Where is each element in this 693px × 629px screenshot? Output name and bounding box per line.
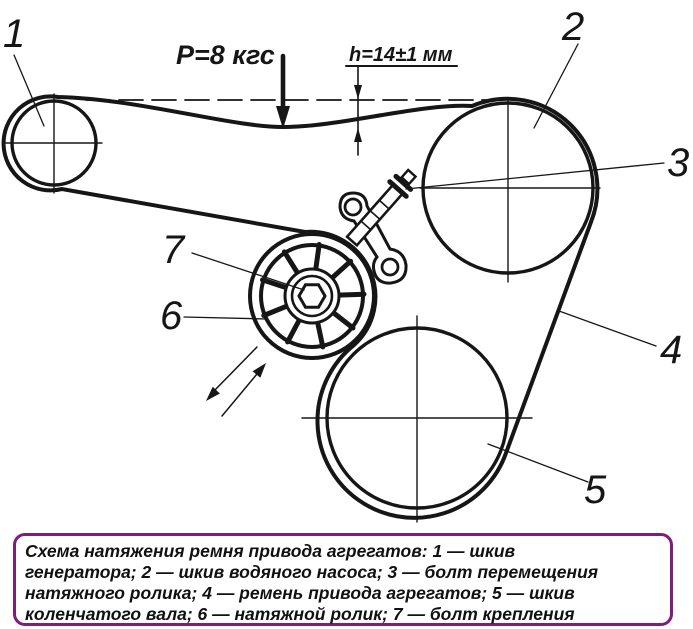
- drive-belt-path: [1, 94, 600, 520]
- water-pump-pulley: [421, 101, 595, 275]
- leader-7: [191, 252, 305, 291]
- leader-2: [533, 43, 579, 129]
- caption-line: генератора; 2 — шкив водяного насоса; 3 …: [25, 562, 599, 582]
- leader-1: [13, 54, 45, 127]
- adjust-direction-arrows: [206, 346, 266, 417]
- leader-4: [558, 310, 657, 347]
- caption-line: натяжного ролика; 4 — ремень привода агр…: [25, 583, 575, 603]
- generator-pulley: [10, 99, 98, 187]
- bolt-washer: [387, 179, 409, 199]
- callout-roller-mount-bolt: 7: [162, 228, 186, 272]
- bolt-thread-hatching: [360, 199, 390, 231]
- bracket-hole-lower: [380, 257, 400, 277]
- tensioner-bracket: [338, 191, 408, 285]
- bolt-nut: [393, 173, 414, 192]
- callout-crankshaft-pulley: 5: [584, 468, 607, 512]
- callout-water-pump-pulley: 2: [561, 5, 584, 49]
- bracket-hole-upper: [343, 197, 363, 217]
- roller-spokes: [260, 242, 367, 350]
- adjust-bolt: [345, 168, 418, 248]
- pulley-crosshairs: [5, 93, 601, 523]
- callout-leaders: [13, 43, 665, 483]
- caption-box: Схема натяжения ремня привода агрегатов:…: [13, 533, 673, 626]
- force-arrow: [276, 53, 290, 129]
- crankshaft-pulley: [325, 326, 509, 510]
- deflection-dimension: [345, 65, 458, 156]
- caption-line: коленчатого вала; 6 — натяжной ролик; 7 …: [25, 604, 575, 624]
- force-label: P=8 кгс: [176, 40, 275, 70]
- callout-tensioner-move-bolt: 3: [667, 141, 689, 185]
- caption-line: Схема натяжения ремня привода агрегатов:…: [25, 541, 516, 561]
- callout-tension-roller: 6: [160, 294, 183, 338]
- deflection-label: h=14±1 мм: [349, 44, 453, 66]
- callout-drive-belt: 4: [660, 328, 682, 372]
- leader-6: [183, 316, 268, 320]
- leader-3: [405, 162, 665, 190]
- callout-generator-pulley: 1: [3, 12, 25, 56]
- leader-5: [487, 443, 589, 483]
- mount-bolt-hex-head: [297, 283, 327, 309]
- tension-roller: [248, 232, 376, 360]
- bolt-tip: [399, 168, 418, 186]
